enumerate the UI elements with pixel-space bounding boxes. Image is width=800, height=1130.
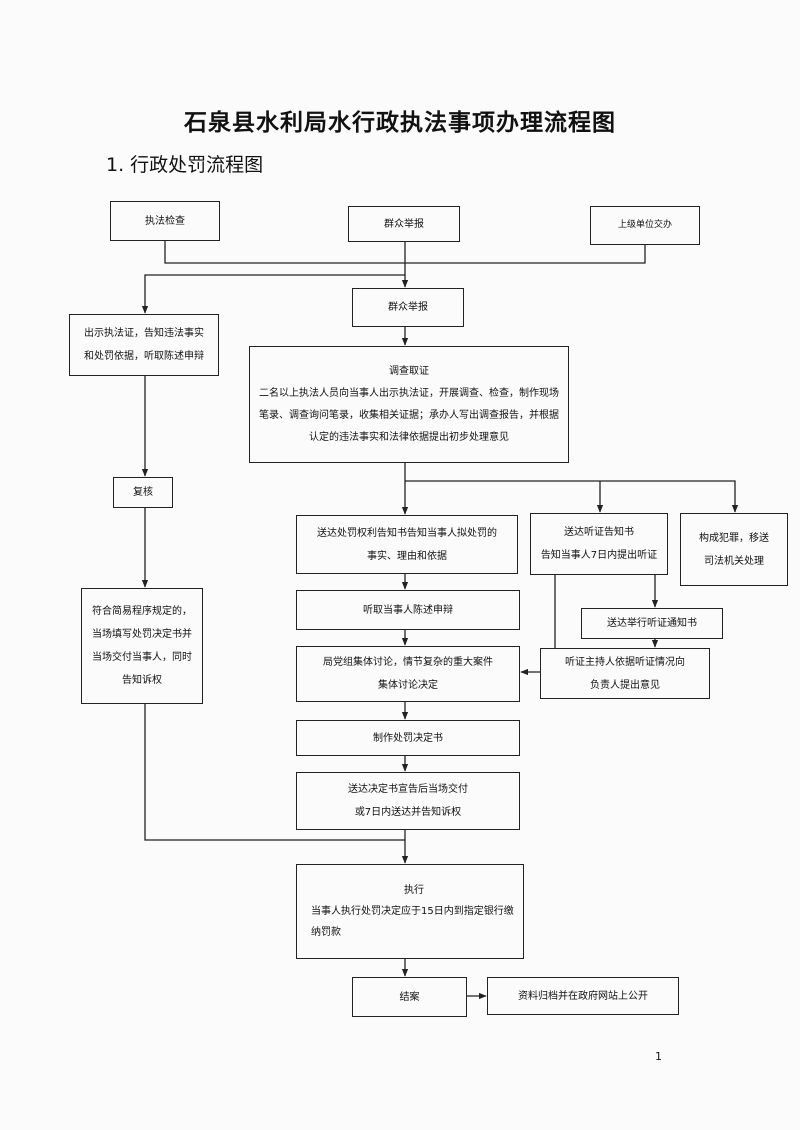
page-title: 石泉县水利局水行政执法事项办理流程图 [184,109,616,136]
node-songda-juedingshu: 送达决定书宣告后当场交付 或7日内送达并告知诉权 [296,772,520,830]
node-tingzheng-zhuchiren: 听证主持人依据听证情况向 负责人提出意见 [540,648,710,699]
node-fuhe: 复核 [113,477,173,508]
section-heading: 1. 行政处罚流程图 [106,154,264,176]
node-goucheng-fanzui: 构成犯罪，移送 司法机关处理 [680,513,788,586]
node-tingqu-chenshu: 听取当事人陈述申辩 [296,590,520,630]
node-qunzhong-jubao: 群众举报 [352,288,464,327]
branch-line [405,480,739,513]
node-qunzhong-jubao-top: 群众举报 [348,206,460,242]
arrow-jianyi-to-zhixing [144,703,405,841]
page-number: 1 [655,1050,662,1063]
node-jiean: 结案 [352,977,467,1017]
node-diaocha-quzheng: 调查取证 二名以上执法人员向当事人出示执法证，开展调查、检查，制作现场 笔录、调… [249,346,569,463]
node-songda-chufa-gaozhi: 送达处罚权利告知书告知当事人拟处罚的 事实、理由和依据 [296,515,518,574]
node-zhifa-jiancha: 执法检查 [110,201,220,241]
node-jianyi-chengxu: 符合简易程序规定的， 当场填写处罚决定书并 当场交付当事人，同时 告知诉权 [81,588,203,704]
arrow-to-chushi [141,263,406,314]
node-zhixing: 执行 当事人执行处罚决定应于15日内到指定银行缴 纳罚款 [296,864,524,959]
node-songda-juxing-tingzheng: 送达举行听证通知书 [581,608,723,639]
node-songda-tingzheng-gaozhi: 送达听证告知书 告知当事人7日内提出听证 [530,513,668,575]
node-ziliao-guidang: 资料归档并在政府网站上公开 [487,977,679,1015]
node-shangji-jiaoban: 上级单位交办 [590,206,700,245]
node-zhizuo-jueding: 制作处罚决定书 [296,720,520,756]
node-chushi-zhifazheng: 出示执法证，告知违法事实 和处罚依据，听取陈述申辩 [69,314,219,376]
node-judangzu-taolun: 局党组集体讨论，情节复杂的重大案件 集体讨论决定 [296,646,520,702]
